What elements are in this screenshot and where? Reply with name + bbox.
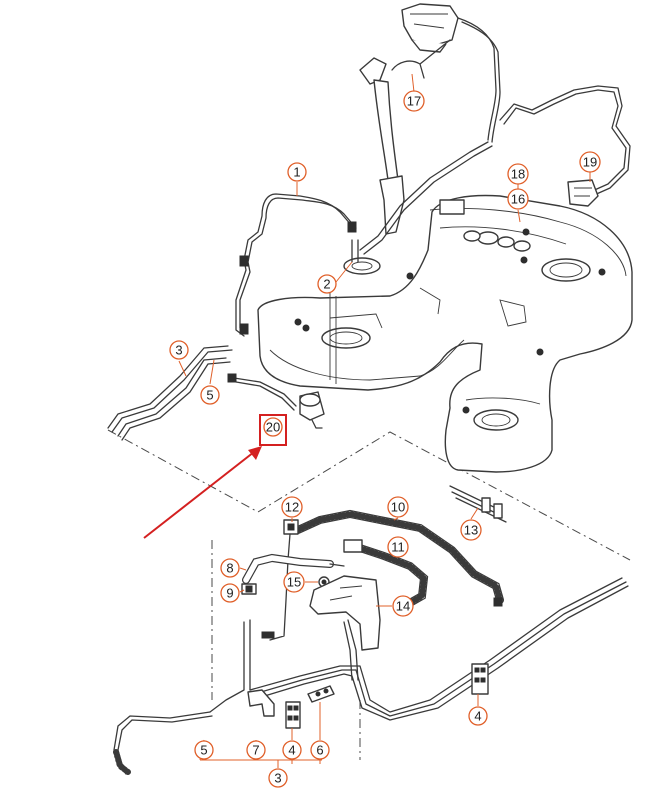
callout-label: 11 xyxy=(391,540,405,555)
clip-12 xyxy=(269,519,299,641)
callout-label: 6 xyxy=(316,743,323,758)
callout-label: 7 xyxy=(252,743,259,758)
callout-10[interactable]: 10 xyxy=(387,496,409,518)
callout-8[interactable]: 8 xyxy=(220,558,240,578)
callout-label: 5 xyxy=(206,388,213,403)
callout-label: 18 xyxy=(511,167,525,182)
callout-18[interactable]: 18 xyxy=(507,163,529,185)
callout-label: 3 xyxy=(274,771,281,786)
fuel-filter-20 xyxy=(227,373,325,429)
callout-label: 16 xyxy=(511,192,525,207)
callout-11[interactable]: 11 xyxy=(387,536,409,558)
callout-3-lower[interactable]: 3 xyxy=(268,768,288,788)
callout-label: 9 xyxy=(226,586,233,601)
hose-8 xyxy=(241,553,345,595)
callout-13[interactable]: 13 xyxy=(460,519,482,541)
callout-12[interactable]: 12 xyxy=(281,496,303,518)
bracket-14 xyxy=(309,575,381,651)
callout-label: 20 xyxy=(266,420,280,435)
clip-6 xyxy=(307,685,335,703)
clip-4-right xyxy=(471,663,489,695)
callout-5-lower[interactable]: 5 xyxy=(194,740,214,760)
callout-label: 2 xyxy=(323,277,330,292)
lower-group-boundary xyxy=(211,540,361,760)
vent-line-19 xyxy=(499,85,631,207)
callout-label: 3 xyxy=(175,343,182,358)
callout-label: 8 xyxy=(226,561,233,576)
callout-9[interactable]: 9 xyxy=(220,583,240,603)
callout-14[interactable]: 14 xyxy=(392,595,414,617)
callout-4-right[interactable]: 4 xyxy=(468,706,488,726)
clip-7 xyxy=(247,689,275,717)
callout-5-upper[interactable]: 5 xyxy=(200,385,220,405)
callout-label: 13 xyxy=(464,523,478,538)
callout-label: 14 xyxy=(396,599,410,614)
fuel-sender-2 xyxy=(329,239,381,384)
callout-6[interactable]: 6 xyxy=(310,740,330,760)
lower-line-5 xyxy=(113,711,213,775)
callout-20-highlighted[interactable]: 20 xyxy=(259,414,287,446)
highlight-arrow xyxy=(143,446,262,539)
group-3-bracket xyxy=(200,759,322,768)
callout-label: 12 xyxy=(285,500,299,515)
lower-lines-3 xyxy=(209,577,629,721)
callout-16[interactable]: 16 xyxy=(507,188,529,210)
upper-group-boundary xyxy=(107,429,631,561)
fuel-line-1 xyxy=(235,193,357,337)
vent-line-18 xyxy=(359,141,493,255)
lines-3-5-upper xyxy=(107,345,233,441)
callout-label: 5 xyxy=(200,743,207,758)
callout-label: 4 xyxy=(474,709,481,724)
fuel-tank xyxy=(257,194,633,473)
filler-neck-assembly xyxy=(359,3,501,235)
callout-label: 4 xyxy=(288,743,295,758)
callout-label: 10 xyxy=(391,500,405,515)
callout-15[interactable]: 15 xyxy=(283,571,305,593)
callout-label: 17 xyxy=(407,94,421,109)
callout-label: 19 xyxy=(583,155,597,170)
hoses-10-11 xyxy=(294,509,504,608)
callout-2[interactable]: 2 xyxy=(317,274,337,294)
clip-4-left xyxy=(285,701,301,729)
callout-label: 15 xyxy=(287,575,301,590)
callout-19[interactable]: 19 xyxy=(579,151,601,173)
callout-label: 1 xyxy=(293,165,300,180)
callout-7[interactable]: 7 xyxy=(246,740,266,760)
callout-4-left[interactable]: 4 xyxy=(282,740,302,760)
callout-1[interactable]: 1 xyxy=(287,162,307,182)
callout-17[interactable]: 17 xyxy=(403,90,425,112)
callout-3-upper[interactable]: 3 xyxy=(169,340,189,360)
clips-13 xyxy=(449,485,507,523)
